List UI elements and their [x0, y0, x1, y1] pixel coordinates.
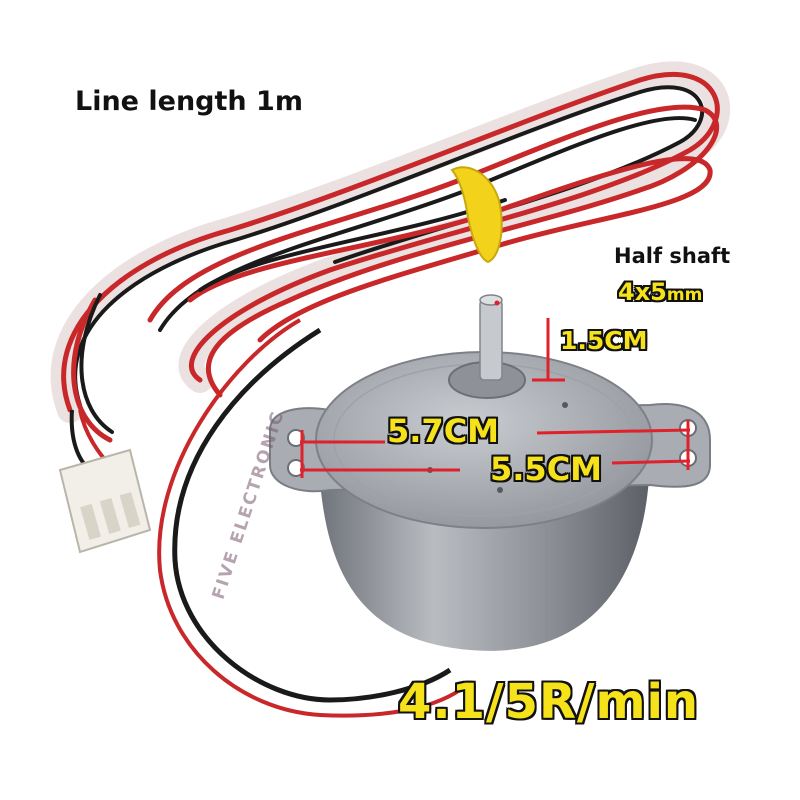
half-shaft-label: Half shaft	[614, 244, 731, 268]
wire-connector	[58, 448, 152, 554]
wire-coil	[50, 61, 731, 443]
motor-body	[269, 294, 711, 651]
yellow-band	[450, 166, 503, 264]
line-length-label: Line length 1m	[75, 86, 303, 117]
outer-width-label: 5.7CM	[387, 412, 500, 450]
lead-wires	[157, 318, 462, 718]
speed-label: 4.1/5R/min	[398, 674, 700, 730]
dimension-lines	[300, 318, 691, 478]
inner-width-label: 5.5CM	[490, 450, 603, 488]
shaft-size-unit: mm	[666, 285, 703, 305]
shaft-size-label: 4x5mm	[618, 278, 702, 306]
shaft-height-label: 1.5CM	[560, 326, 648, 355]
shaft-size-value: 4x5	[618, 278, 667, 306]
